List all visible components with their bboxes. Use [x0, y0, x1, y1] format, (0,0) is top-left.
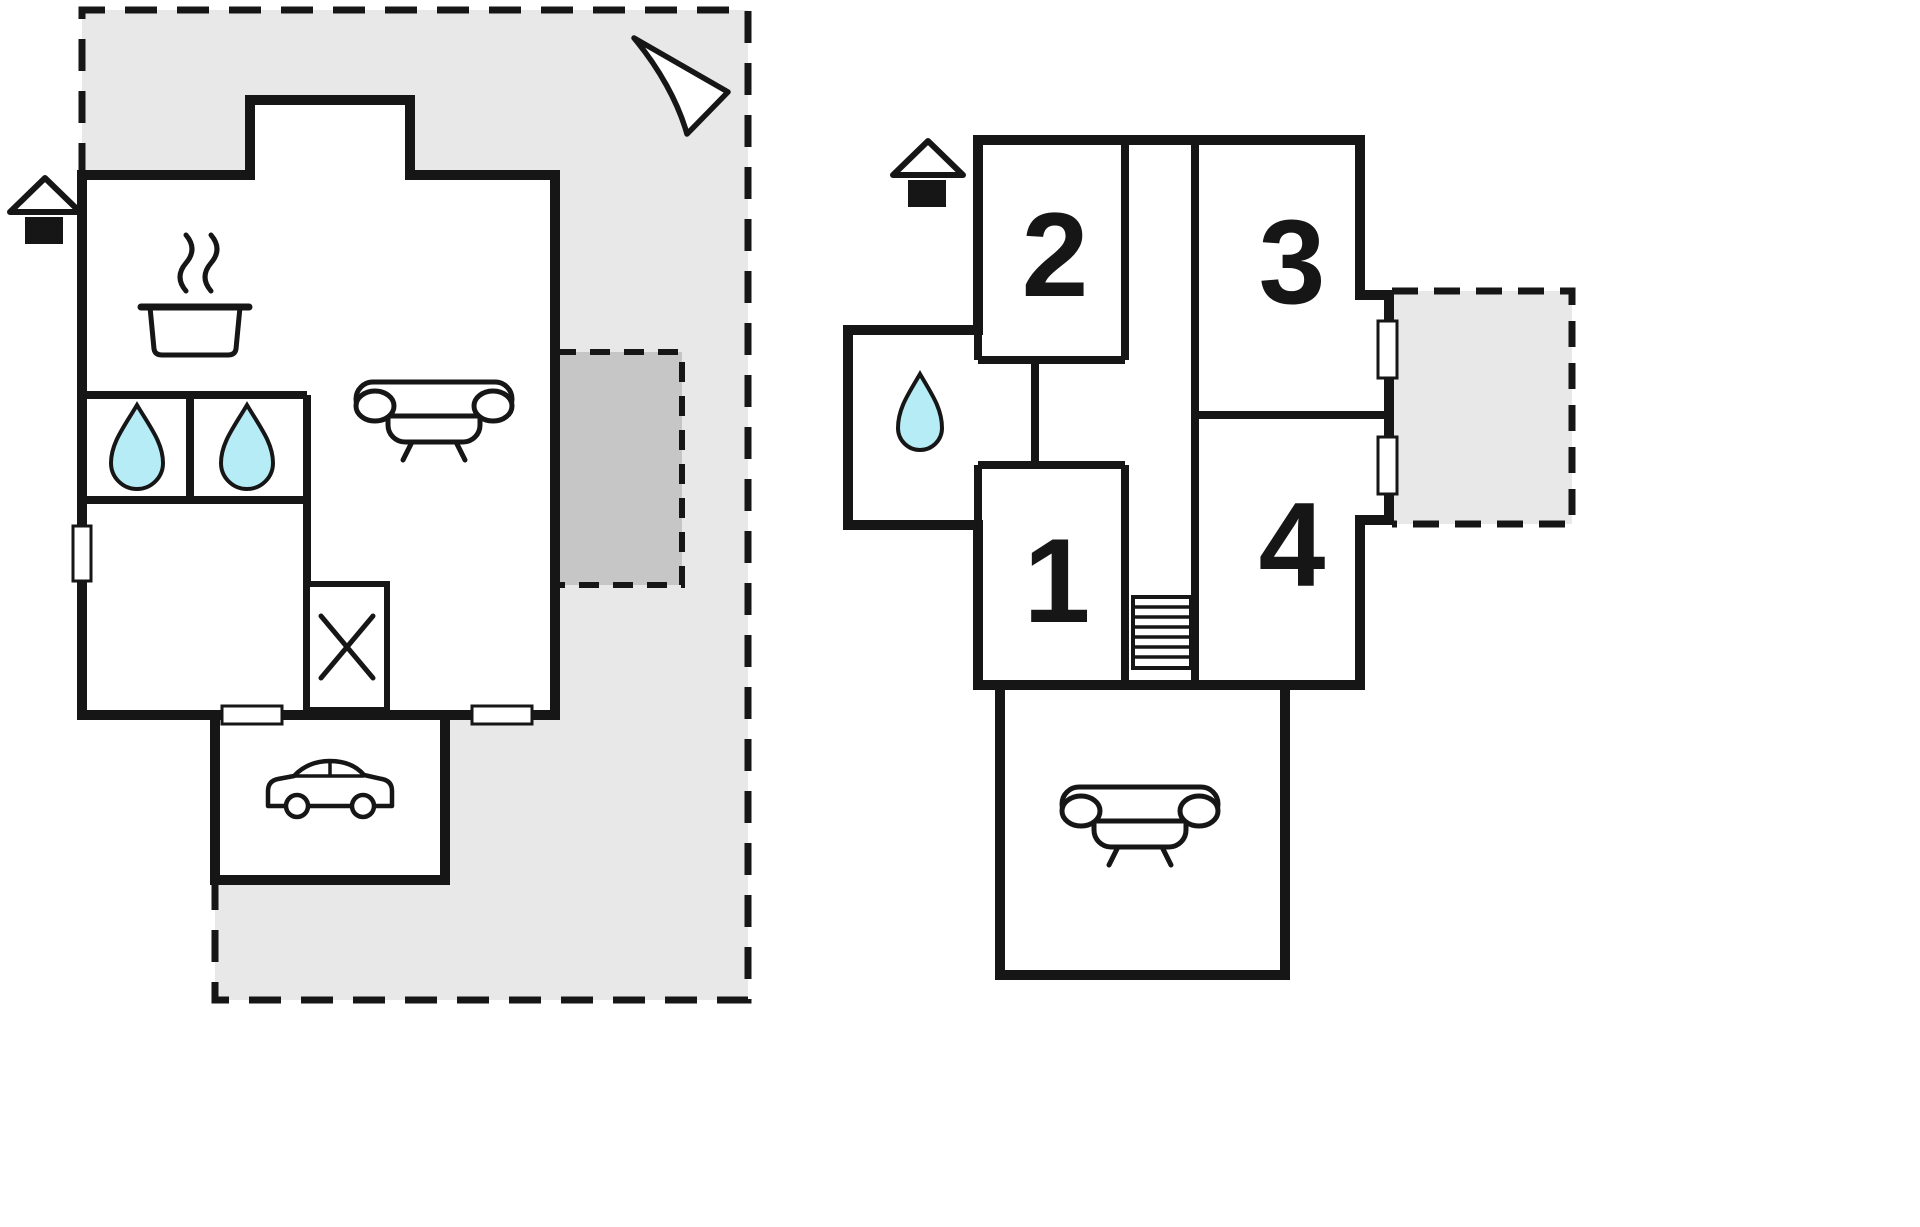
stairs-icon	[1131, 595, 1193, 670]
steam-wave	[177, 232, 195, 294]
window-marker	[1376, 435, 1399, 496]
sofa-icon	[1059, 784, 1221, 868]
door-marker	[470, 704, 534, 726]
terrace-patio	[553, 349, 685, 588]
balcony-boundary-dashed	[1392, 287, 1576, 528]
upper-floor-plan: 2 3 1 4	[843, 135, 1576, 980]
car-wheel	[283, 792, 311, 820]
room-label-1: 1	[1024, 514, 1091, 648]
utility-room	[304, 581, 390, 713]
room-label-3: 3	[1259, 195, 1326, 329]
window-marker	[1376, 319, 1399, 380]
car-icon	[265, 758, 395, 820]
door-marker	[220, 704, 284, 726]
sofa-icon	[353, 379, 515, 463]
interior-walls	[974, 140, 1384, 685]
cooking-pot-icon	[137, 232, 253, 358]
steam-wave	[202, 232, 220, 294]
door-marker	[71, 524, 93, 583]
pot-body	[147, 304, 243, 358]
water-drop-icon	[895, 370, 945, 452]
interior-walls	[82, 391, 311, 710]
house-marker-icon	[7, 175, 83, 244]
water-drop-icon	[108, 401, 166, 491]
house-marker-icon	[890, 138, 966, 207]
upper-floor-outline	[843, 135, 1394, 690]
car-window	[294, 761, 364, 778]
room-label-4: 4	[1259, 478, 1326, 612]
car-wheel	[349, 792, 377, 820]
water-drop-icon	[218, 401, 276, 491]
ground-floor-plan	[7, 6, 752, 1004]
north-arrow-icon	[631, 35, 731, 137]
plot-boundary-dashed	[78, 6, 752, 1004]
room-label-2: 2	[1022, 188, 1089, 322]
utility-cross-icon	[318, 613, 376, 681]
balcony	[1392, 291, 1572, 524]
